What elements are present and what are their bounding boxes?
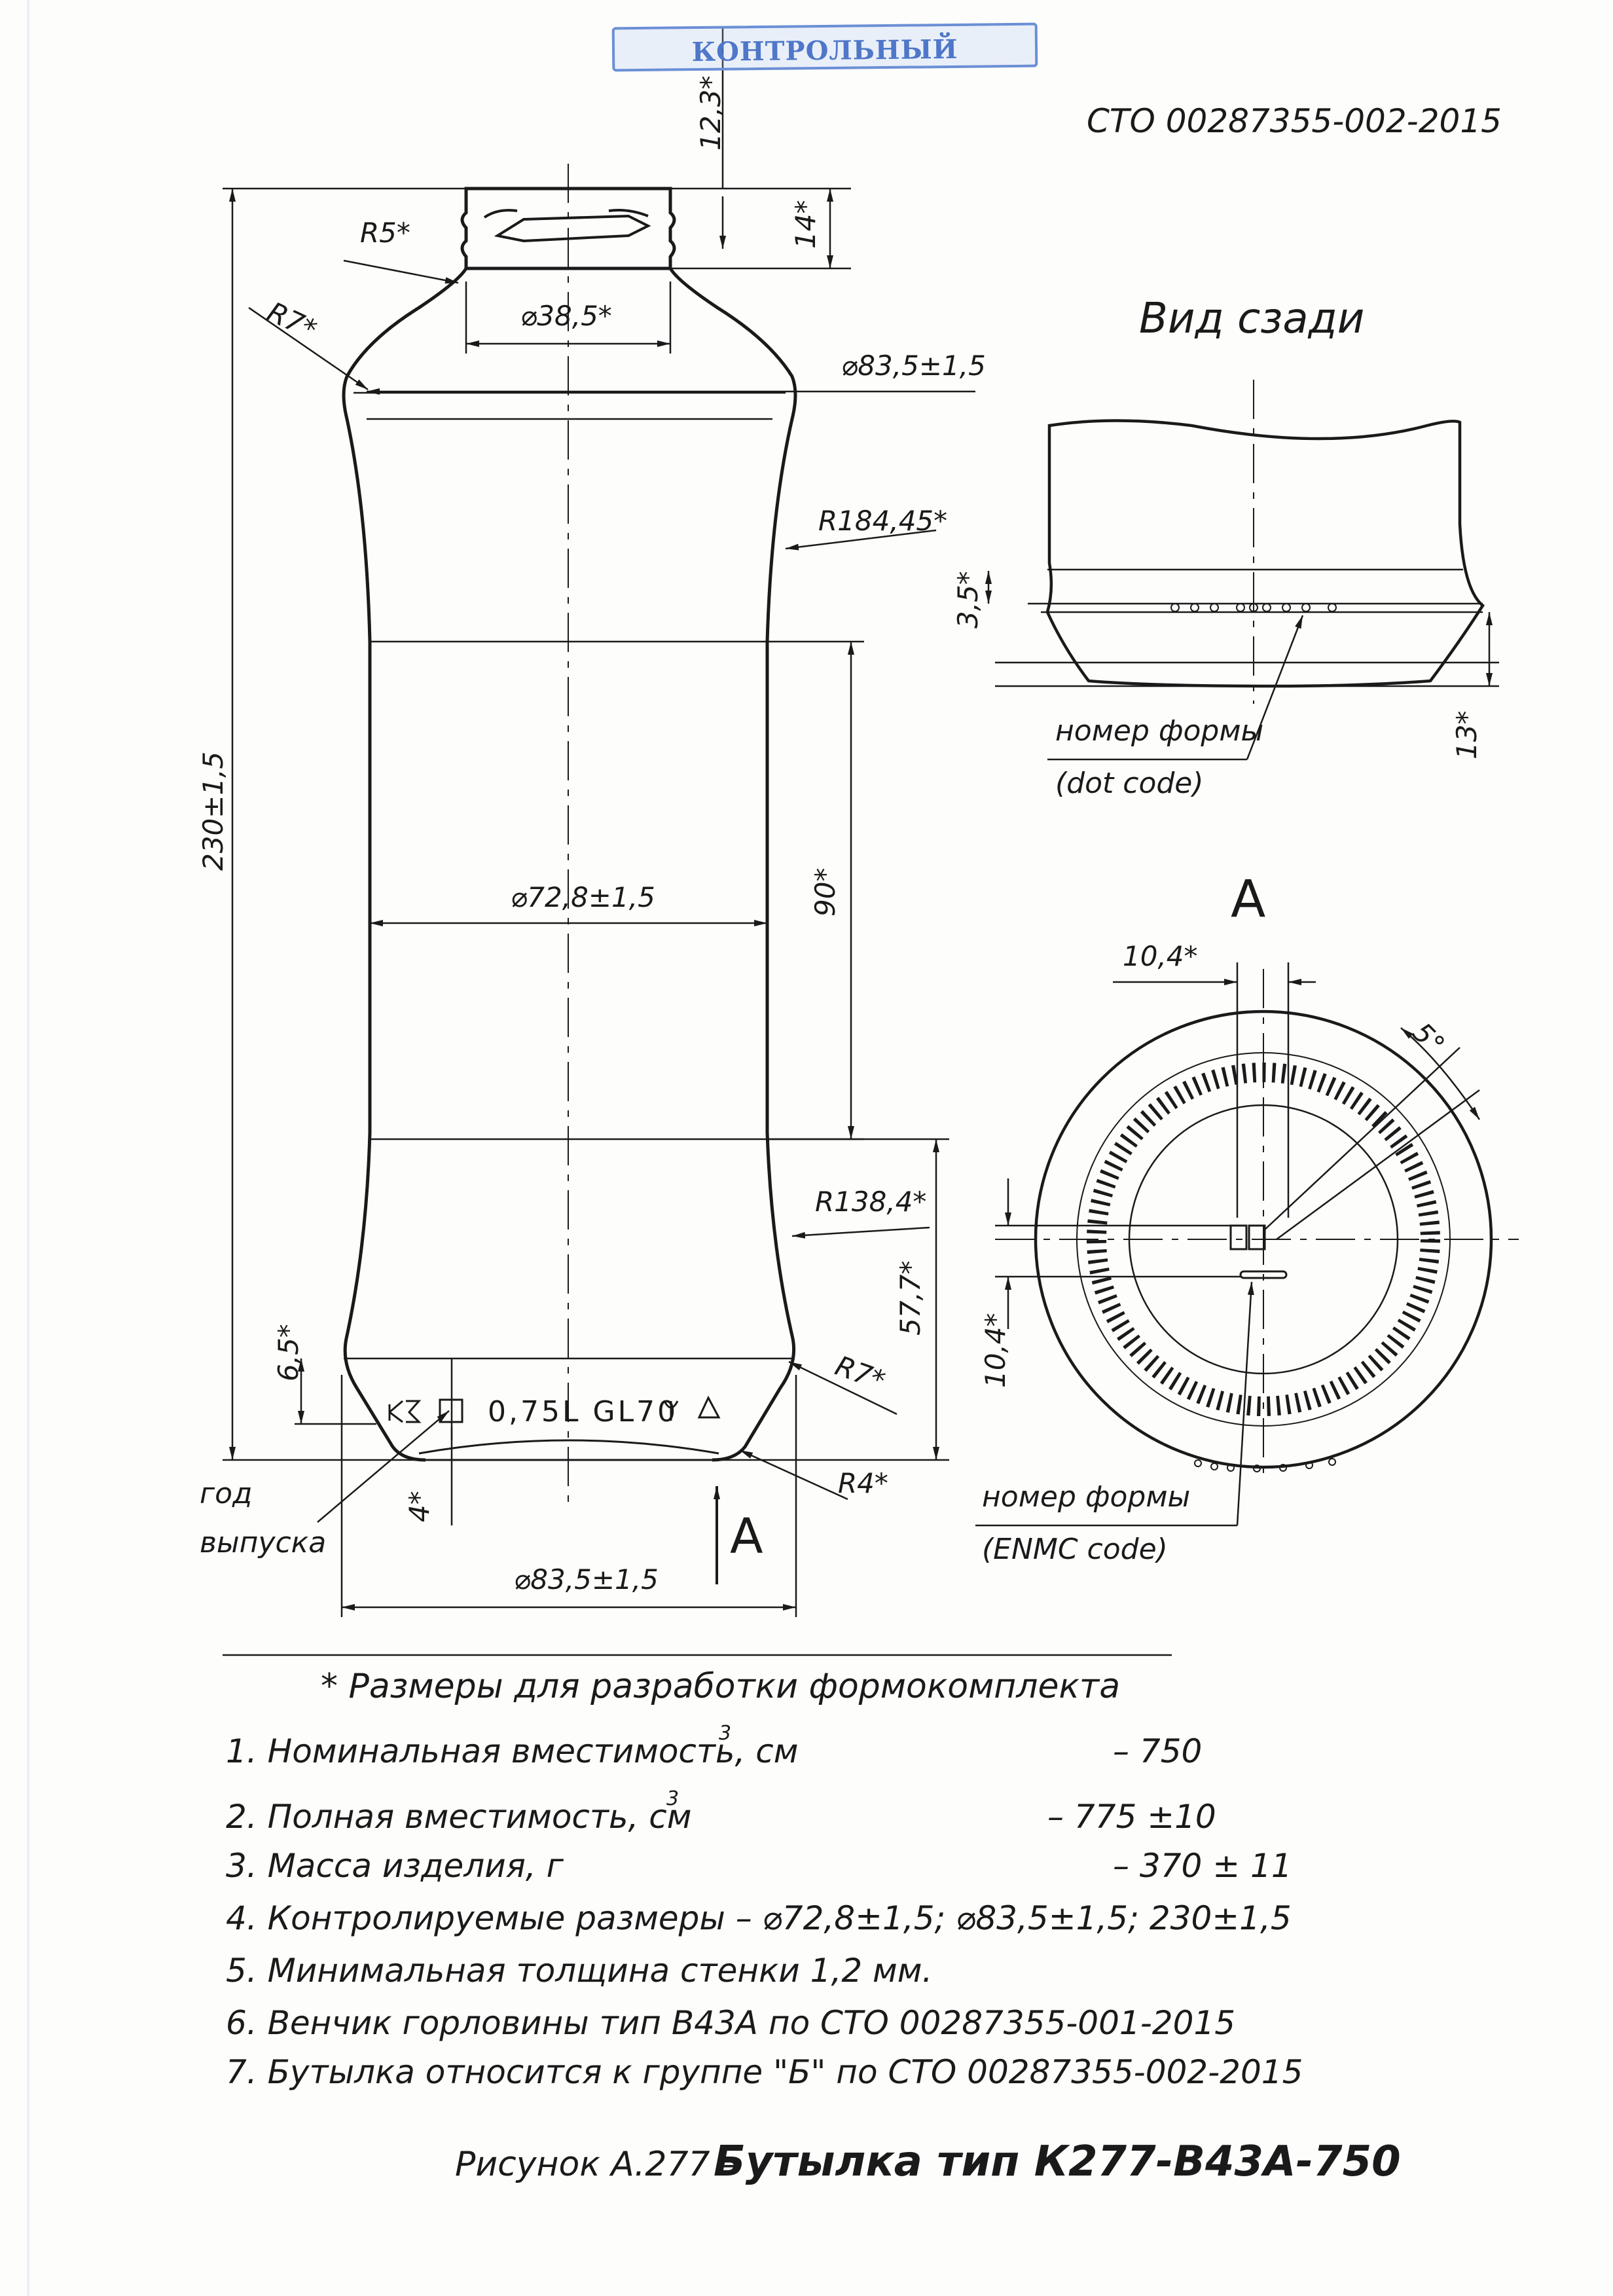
view-a-drawing <box>975 962 1519 1527</box>
rear-mold-label: номер формы <box>1055 714 1264 748</box>
label-year-1: год <box>200 1477 253 1510</box>
dim-neck-height: 12,3* <box>695 75 727 151</box>
note-5: 5. Минимальная толщина стенки 1,2 мм. <box>226 1952 933 1990</box>
note-7: 7. Бутылка относится к группе "Б" по СТО… <box>226 2053 1303 2091</box>
rear-view-title: Вид сзади <box>1139 295 1365 343</box>
caption-prefix: Рисунок А.277 – <box>455 2145 738 2184</box>
view-a-mold-label: номер формы <box>982 1480 1191 1514</box>
dim-r-neck: R5* <box>360 217 410 249</box>
dim-r-lower: R138,4* <box>815 1186 927 1218</box>
label-year-2: выпуска <box>200 1526 327 1559</box>
note-2: 2. Полная вместимость, см <box>226 1798 692 1836</box>
note-3-value: – 370 ± 11 <box>1113 1847 1292 1885</box>
note-1-sup: 3 <box>719 1722 732 1745</box>
dim-total-height: 230±1,5 <box>197 751 229 871</box>
neck-thread <box>483 209 651 243</box>
bottle-front-view <box>342 164 797 1506</box>
bottle-outline-left <box>342 267 468 1462</box>
dim-d-body: ⌀72,8±1,5 <box>511 881 655 913</box>
emboss-text: 0,75L GL70 <box>488 1395 679 1429</box>
note-2-value: – 775 ±10 <box>1047 1798 1216 1836</box>
note-1: 1. Номинальная вместимость, см <box>226 1732 799 1770</box>
base-dots <box>1194 1458 1336 1472</box>
note-1-value: – 750 <box>1113 1732 1203 1770</box>
dot-code <box>1170 603 1337 612</box>
view-a-title: A <box>1231 870 1266 929</box>
view-a-width: 10,4* <box>1123 940 1198 972</box>
dim-r-upper: R184,45* <box>818 505 948 537</box>
control-stamp: КОНТРОЛЬНЫЙ <box>611 22 1038 72</box>
rear-height-13: 13* <box>1451 710 1483 759</box>
control-stamp-text: КОНТРОЛЬНЫЙ <box>691 33 958 68</box>
dimension-lines <box>223 26 975 1617</box>
enmc-code <box>1229 1224 1288 1279</box>
dim-d-neck: ⌀38,5* <box>520 300 612 332</box>
dim-base-offset: 4* <box>403 1491 435 1522</box>
rear-mold-sub: (dot code) <box>1055 767 1204 800</box>
rear-view-outline <box>1045 419 1485 688</box>
scan-shadow-left <box>26 0 30 2296</box>
view-a-height: 10,4* <box>979 1313 1011 1388</box>
caption-title: Бутылка тип К277-В43А-750 <box>714 2138 1401 2186</box>
footnote: * Размеры для разработки формокомплекта <box>321 1667 1121 1706</box>
dim-lower-height: 57,7* <box>894 1260 926 1336</box>
dim-r-heel: R4* <box>838 1467 888 1499</box>
dim-emboss-height: 6,5* <box>272 1324 304 1381</box>
standard-code: СТО 00287355-002-2015 <box>1087 102 1502 140</box>
base-embossing-marks <box>388 1395 721 1423</box>
dim-label-height: 90* <box>809 867 841 917</box>
dim-d-base: ⌀83,5±1,5 <box>514 1563 659 1595</box>
note-4: 4. Контролируемые размеры – ⌀72,8±1,5; ⌀… <box>226 1899 1292 1937</box>
view-a-mold-sub: (ENMC code) <box>982 1533 1168 1566</box>
note-6: 6. Венчик горловины тип В43А по СТО 0028… <box>226 2004 1236 2042</box>
note-2-sup: 3 <box>666 1787 680 1810</box>
view-a-marker: A <box>730 1508 763 1565</box>
note-3: 3. Масса изделия, г <box>226 1847 564 1885</box>
bottle-outline-right <box>668 267 797 1462</box>
rear-dot-height: 3,5* <box>952 571 984 629</box>
dim-finish-height: 14* <box>789 200 822 249</box>
rear-view-drawing <box>985 380 1499 761</box>
dim-d-shoulder: ⌀83,5±1,5 <box>841 350 986 382</box>
